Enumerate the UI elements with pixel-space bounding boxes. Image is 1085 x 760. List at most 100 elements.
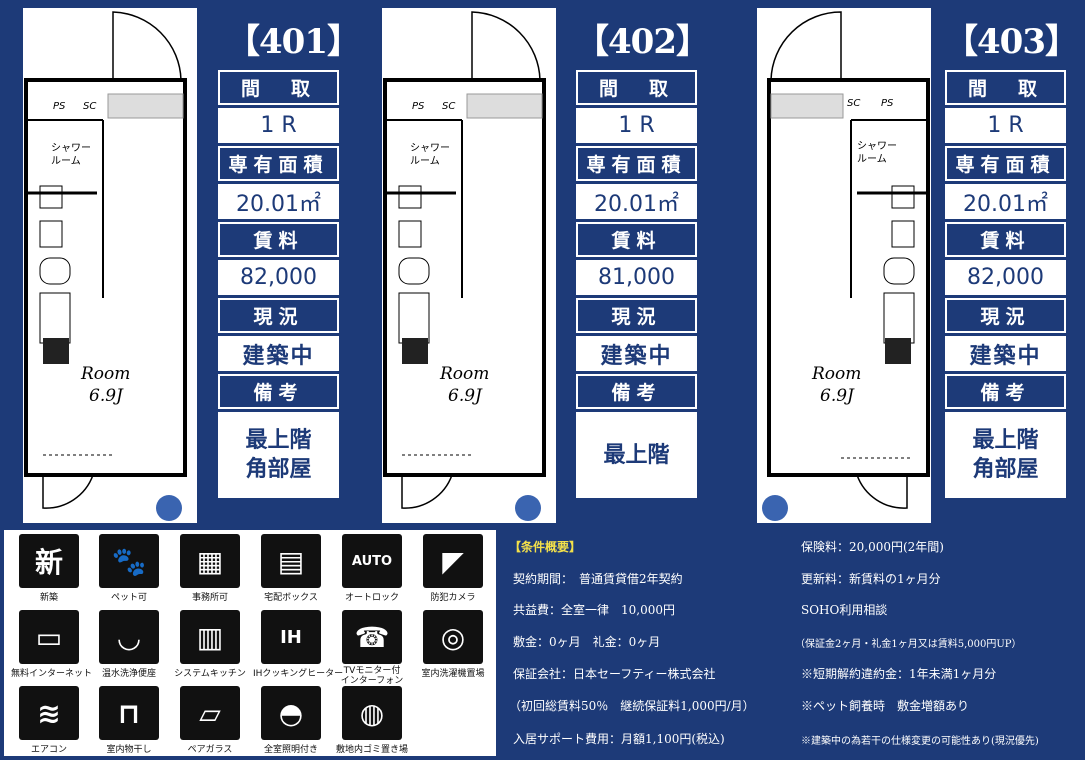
rent-label: 賃料 [218, 222, 339, 257]
unit-402-panel: PS SC シャワー ルーム Room 6.9J 【402】 間 取 1 R 専… [363, 4, 718, 527]
unit-number: 【401】 [226, 22, 361, 62]
area-value: 20.01㎡ [218, 184, 339, 219]
renewal-fee: 更新料：新賃料の1ヶ月分 [801, 572, 941, 586]
sc-label: SC [442, 101, 456, 112]
laundry-rack-icon: ⊓ [99, 686, 159, 740]
floor-plan-401: PS SC シャワー ルーム Room 6.9J [23, 8, 197, 523]
ps-label: PS [53, 101, 66, 112]
amenity-aircon: ≋エアコン [11, 686, 87, 755]
contract-period: 契約期間： 普通賃貸借2年契約 [513, 572, 683, 586]
construction-note: ※建築中の為若干の仕様変更の可能性あり(現況優先) [801, 736, 1039, 747]
deposit-key-money: 敷金：0ヶ月 礼金：0ヶ月 [513, 635, 661, 649]
madori-value: 1 R [576, 108, 697, 143]
room-size: 6.9J [820, 386, 854, 406]
unit-403-panel: SC PS シャワー ルーム Room 6.9J 【403】 間 取 1 R 専… [722, 4, 1081, 527]
autolock-icon: AUTO [342, 534, 402, 588]
note-label: 備考 [576, 374, 697, 409]
spec-table-403: 間 取 1 R 専有面積 20.01㎡ 賃料 82,000 現況 建築中 備考 … [945, 70, 1066, 501]
area-value: 20.01㎡ [945, 184, 1066, 219]
spec-table-402: 間 取 1 R 専有面積 20.01㎡ 賃料 81,000 現況 建築中 備考 … [576, 70, 697, 501]
unit-number: 【403】 [944, 22, 1079, 62]
pet-deposit-note: （保証金2ヶ月・礼金1ヶ月又は賃料5,000円UP） [795, 639, 1022, 650]
madori-value: 1 R [945, 108, 1066, 143]
status-label: 現況 [945, 298, 1066, 333]
amenity-washer: ◎室内洗濯機置場 [415, 610, 491, 679]
soho-note: SOHO利用相談 [801, 603, 888, 617]
sc-label: SC [847, 98, 861, 109]
status-value: 建築中 [576, 336, 697, 371]
air-conditioner-icon: ≋ [19, 686, 79, 740]
shower-label: シャワー ルーム [857, 141, 897, 165]
ih-cooker-icon: IH [261, 610, 321, 664]
new-building-icon: 新 [19, 534, 79, 588]
room-label: Room [81, 364, 131, 384]
garbage-bag-icon: ◍ [342, 686, 402, 740]
amenity-kitchen: ▥システムキッチン [172, 610, 248, 679]
madori-label: 間 取 [576, 70, 697, 105]
note-value: 最上階 [576, 412, 697, 498]
note-label: 備考 [218, 374, 339, 409]
rent-value: 81,000 [576, 260, 697, 295]
amenity-office: ▦事務所可 [172, 534, 248, 603]
guarantor-fee: （初回総賃料50％ 継続保証料1,000円/月） [509, 699, 755, 713]
madori-label: 間 取 [218, 70, 339, 105]
room-size: 6.9J [448, 386, 482, 406]
common-fee: 共益費：全室一律 10,000円 [513, 603, 675, 617]
floor-plan-drawing [383, 11, 546, 521]
ps-label: PS [412, 101, 425, 112]
status-value: 建築中 [945, 336, 1066, 371]
conditions-panel: 【条件概要】 契約期間： 普通賃貸借2年契約 共益費：全室一律 10,000円 … [505, 530, 1080, 756]
note-label: 備考 [945, 374, 1066, 409]
note-value: 最上階 角部屋 [218, 412, 339, 498]
pet-note: ※ペット飼養時 敷金増額あり [801, 699, 970, 713]
rent-label: 賃料 [576, 222, 697, 257]
status-label: 現況 [576, 298, 697, 333]
amenity-new-building: 新新築 [11, 534, 87, 603]
conditions-heading: 【条件概要】 [509, 540, 582, 554]
area-label: 専有面積 [576, 146, 697, 181]
area-label: 専有面積 [945, 146, 1066, 181]
spec-table-401: 間 取 1 R 専有面積 20.01㎡ 賃料 82,000 現況 建築中 備考 … [218, 70, 339, 501]
rent-value: 82,000 [945, 260, 1066, 295]
amenity-pair-glass: ▱ペアガラス [172, 686, 248, 755]
ps-label: PS [881, 98, 894, 109]
unit-number: 【402】 [575, 22, 710, 62]
amenity-intercom: ☎TVモニター付 インターフォン [334, 610, 410, 686]
laptop-icon: ▭ [19, 610, 79, 664]
room-label: Room [440, 364, 490, 384]
amenity-washlet: ◡温水洗浄便座 [91, 610, 167, 679]
security-camera-icon: ◤ [423, 534, 483, 588]
madori-value: 1 R [218, 108, 339, 143]
sc-label: SC [83, 101, 97, 112]
amenity-delivery-box: ▤宅配ボックス [253, 534, 329, 603]
kitchen-icon: ▥ [180, 610, 240, 664]
move-in-support: 入居サポート費用：月額1,100円(税込) [513, 732, 725, 746]
pair-glass-icon: ▱ [180, 686, 240, 740]
floor-plan-drawing [24, 11, 187, 521]
intercom-icon: ☎ [342, 610, 402, 664]
shower-label: シャワー ルーム [410, 143, 450, 167]
rent-value: 82,000 [218, 260, 339, 295]
note-value: 最上階 角部屋 [945, 412, 1066, 498]
paw-icon: 🐾 [99, 534, 159, 588]
short-term-penalty: ※短期解約違約金：1年未満1ヶ月分 [801, 667, 997, 681]
amenity-garbage: ◍敷地内ゴミ置き場 [334, 686, 410, 755]
area-value: 20.01㎡ [576, 184, 697, 219]
amenity-internet: ▭無料インターネット [11, 610, 92, 679]
unit-401-panel: PS SC シャワー ルーム Room 6.9J 【401】 間 取 1 R 専… [4, 4, 361, 527]
status-value: 建築中 [218, 336, 339, 371]
amenity-camera: ◤防犯カメラ [415, 534, 491, 603]
rent-label: 賃料 [945, 222, 1066, 257]
delivery-box-icon: ▤ [261, 534, 321, 588]
amenity-pet: 🐾ペット可 [91, 534, 167, 603]
floor-plan-402: PS SC シャワー ルーム Room 6.9J [382, 8, 556, 523]
amenity-lighting: ◓全室照明付き [253, 686, 329, 755]
floor-plan-403: SC PS シャワー ルーム Room 6.9J [757, 8, 931, 523]
washing-machine-icon: ◎ [423, 610, 483, 664]
amenity-drying: ⊓室内物干し [91, 686, 167, 755]
insurance: 保険料：20,000円(2年間) [801, 540, 944, 554]
room-label: Room [812, 364, 862, 384]
